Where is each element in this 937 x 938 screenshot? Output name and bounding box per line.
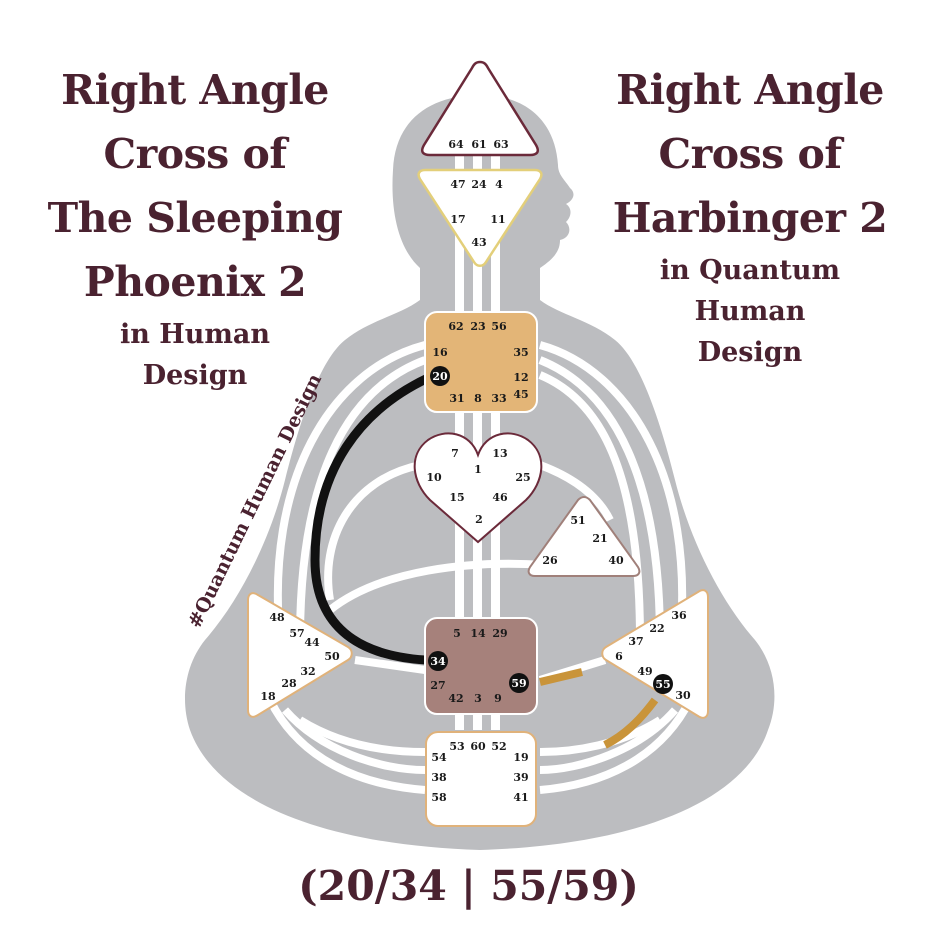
spleen-center [247,592,353,718]
gate-35: 35 [513,346,528,359]
gate-16: 16 [432,346,448,359]
gate-39: 39 [513,771,528,784]
title-left-sub2: Design [142,360,248,391]
gate-44: 44 [304,636,320,649]
gate-11: 11 [490,213,505,226]
gate-47: 47 [450,178,465,191]
gate-10: 10 [426,471,442,484]
gate-46: 46 [492,491,508,504]
gate-26: 26 [542,554,558,567]
defined-channel-20-34 [310,373,430,665]
gate-36: 36 [671,609,687,622]
gate-5: 5 [453,627,461,640]
defined-channel-55-39 [603,697,659,749]
gate-57: 57 [289,627,304,640]
gate-59-active-marker [509,673,529,693]
gate-34-active-marker [428,651,448,671]
gate-32: 32 [300,665,315,678]
gate-56: 56 [491,320,507,333]
gate-27: 27 [430,679,445,692]
gate-43: 43 [471,236,486,249]
sacral-center [424,617,538,715]
gate-25: 25 [515,471,530,484]
gate-58: 58 [431,791,447,804]
head-center [421,60,539,157]
gate-55-active-marker [653,674,673,694]
gate-6: 6 [615,650,623,663]
gate-45: 45 [513,388,528,401]
title-right-sub3: Design [697,337,803,368]
gate-28: 28 [281,677,297,690]
gate-52: 52 [491,740,506,753]
gate-59: 59 [511,677,526,690]
gate-51: 51 [570,514,585,527]
gate-24: 24 [471,178,487,191]
solar-plexus-center [601,589,709,719]
gate-63: 63 [493,138,508,151]
g-center [413,432,543,544]
title-right-sub1: in Quantum [659,255,841,286]
gate-23: 23 [470,320,485,333]
gate-4: 4 [495,178,503,191]
title-right-sub2: Human [694,296,806,327]
body-channels [266,341,694,794]
title-left: Right Angle Cross of The Sleeping Phoeni… [20,58,370,396]
defined-channel-59-6 [539,668,583,686]
gate-20-active-marker [430,366,450,386]
gate-8: 8 [474,392,482,405]
gate-29: 29 [492,627,507,640]
gate-31: 31 [449,392,464,405]
gate-50: 50 [324,650,340,663]
gate-40: 40 [608,554,624,567]
gate-20: 20 [432,370,448,383]
title-left-sub1: in Human [119,319,271,350]
title-right-line3: Harbinger 2 [612,194,888,242]
gate-38: 38 [431,771,447,784]
cross-gate-code: (20/34 | 55/59) [298,862,639,910]
throat-center [424,311,538,413]
gate-54: 54 [431,751,447,764]
gate-60: 60 [470,740,486,753]
title-left-line1: Right Angle [61,66,329,114]
gate-64: 64 [448,138,464,151]
ego-center [527,496,641,577]
gate-61: 61 [471,138,486,151]
gate-18: 18 [260,690,276,703]
gate-37: 37 [628,635,643,648]
gate-62: 62 [448,320,463,333]
gate-13: 13 [492,447,507,460]
title-left-line3: The Sleeping [47,194,343,242]
title-left-line4: Phoenix 2 [83,258,307,306]
gate-21: 21 [592,532,607,545]
gate-2: 2 [475,513,483,526]
gate-48: 48 [269,611,285,624]
gate-12: 12 [513,371,528,384]
gate-15: 15 [449,491,464,504]
gate-33: 33 [491,392,506,405]
gate-30: 30 [675,689,691,702]
title-right-line2: Cross of [658,130,842,178]
gate-22: 22 [649,622,664,635]
gate-1: 1 [474,463,482,476]
ajna-center [417,168,543,267]
gate-3: 3 [474,692,482,705]
gate-49: 49 [637,665,652,678]
title-right: Right Angle Cross of Harbinger 2 in Quan… [580,58,920,373]
gate-19: 19 [513,751,528,764]
gate-9: 9 [494,692,502,705]
gate-7: 7 [451,447,459,460]
root-center [425,731,537,827]
gate-17: 17 [450,213,465,226]
gate-34: 34 [430,655,446,668]
gate-55: 55 [655,678,670,691]
title-right-line1: Right Angle [616,66,884,114]
title-left-line2: Cross of [103,130,287,178]
gate-42: 42 [448,692,463,705]
gate-41: 41 [513,791,528,804]
gate-14: 14 [470,627,486,640]
gate-53: 53 [449,740,464,753]
